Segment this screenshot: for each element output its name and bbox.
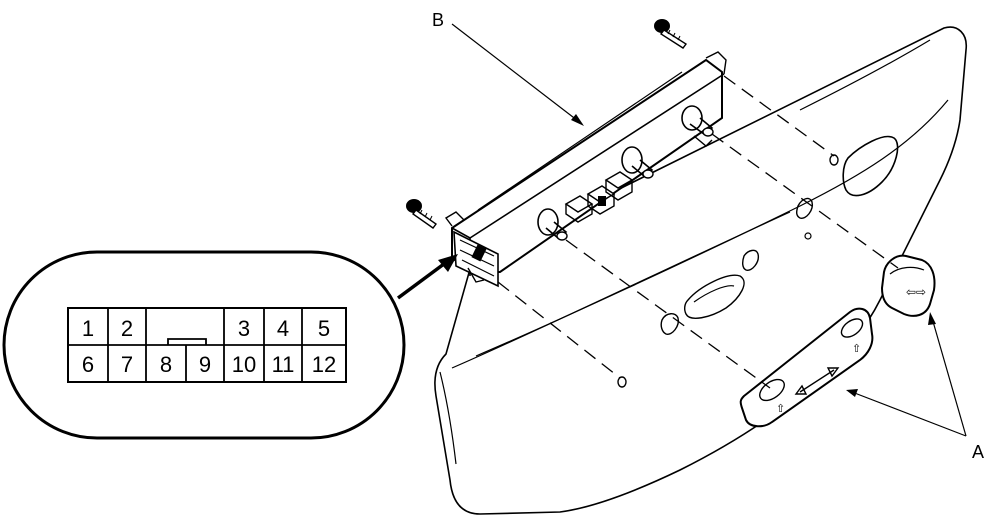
callout-a: A (972, 442, 984, 462)
mirror-switch-block (564, 171, 634, 223)
screw-hole (829, 154, 839, 166)
leader-lines (451, 23, 967, 437)
screw-hole (617, 376, 627, 388)
knob-a-right: ⇦⇨ (880, 254, 936, 317)
pin-10: 10 (232, 352, 256, 377)
pin-6: 6 (82, 352, 94, 377)
screw-lower (406, 199, 437, 229)
svg-text:⇧: ⇧ (852, 343, 861, 355)
pin-3: 3 (238, 316, 250, 341)
switch-knob-large (537, 208, 568, 241)
pin-9: 9 (199, 352, 211, 377)
screw-upper (654, 19, 688, 49)
switch-knob-upper (621, 146, 654, 179)
door-trim-panel (434, 26, 968, 515)
pin-2: 2 (121, 316, 133, 341)
knob-a-long: ⇧ ⇧ (739, 307, 874, 428)
callout-b: B (432, 10, 444, 30)
pin-1: 1 (82, 316, 94, 341)
pin-4: 4 (277, 316, 289, 341)
switch-knob-right (681, 105, 714, 147)
connector-pin-grid: 1 2 3 4 5 6 7 8 9 10 11 12 (67, 307, 347, 383)
alignment-lines (497, 75, 899, 389)
switch-assembly-b (444, 51, 727, 288)
pin-11: 11 (272, 352, 295, 377)
pin-12: 12 (312, 352, 336, 377)
pin-5: 5 (318, 316, 330, 341)
connector-detail-bubble: 1 2 3 4 5 6 7 8 9 10 11 12 (2, 250, 458, 440)
pin-7: 7 (121, 352, 133, 377)
svg-text:⇦⇨: ⇦⇨ (906, 285, 926, 299)
svg-text:⇧: ⇧ (776, 403, 785, 415)
pin-8: 8 (160, 352, 172, 377)
